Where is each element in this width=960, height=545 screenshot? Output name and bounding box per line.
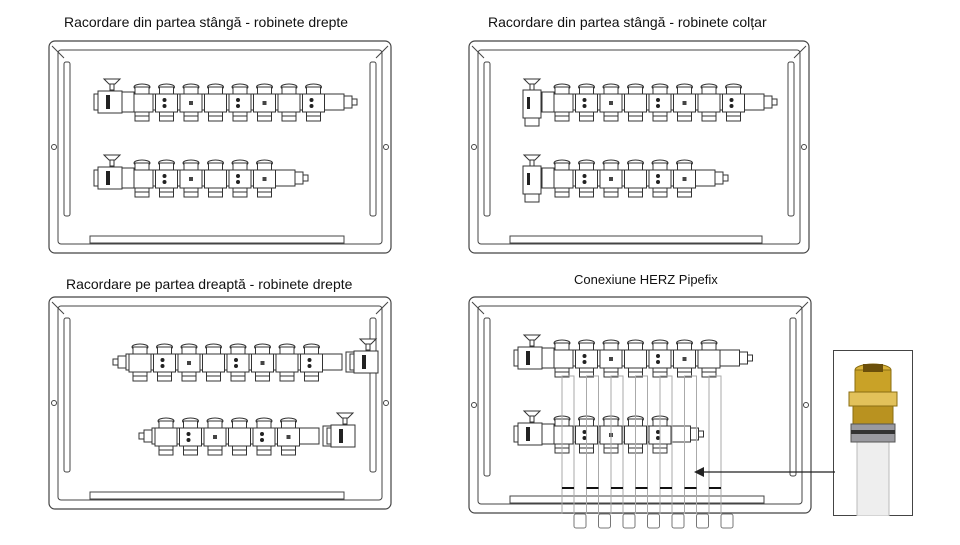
manifold-outlet	[253, 83, 276, 122]
manifold-outlet	[575, 159, 598, 198]
manifold-outlet	[302, 83, 325, 122]
manifold-outlet	[252, 417, 276, 456]
caption-left-straight: Racordare din partea stângă - robinete d…	[64, 14, 349, 30]
manifold-outlet	[599, 339, 623, 378]
manifold-outlet	[624, 339, 647, 378]
manifold-outlet	[228, 159, 252, 198]
manifold-outlet	[550, 339, 574, 378]
manifold-outlet	[697, 83, 721, 122]
manifold-outlet	[697, 339, 721, 378]
manifold-bar	[112, 338, 379, 382]
caption-pipefix: Conexiune HERZ Pipefix	[574, 272, 718, 287]
pipe-stubs	[468, 512, 812, 542]
manifold-outlet	[204, 83, 227, 122]
manifold-outlet	[228, 417, 251, 456]
manifold-bar	[93, 78, 358, 122]
ball-valve	[522, 154, 542, 203]
manifold-outlet	[204, 159, 227, 198]
manifold-outlet	[599, 83, 623, 122]
pipefix-detail-inset	[833, 350, 913, 516]
ball-valve	[513, 334, 543, 370]
manifold-outlet	[275, 343, 299, 382]
manifold-outlet	[673, 339, 696, 378]
manifold-bar	[522, 154, 729, 203]
manifold-outlet	[130, 83, 154, 122]
ball-valve	[326, 412, 356, 448]
ball-valve	[513, 410, 543, 446]
manifold-outlet	[648, 83, 672, 122]
pointer-arrow	[694, 467, 835, 477]
manifold-outlet	[154, 417, 178, 456]
cabinet-frame	[48, 40, 392, 254]
manifold-outlet	[177, 343, 201, 382]
manifold-outlet	[202, 343, 225, 382]
manifold-outlet	[251, 343, 274, 382]
cabinet-frame	[48, 296, 392, 510]
manifold-outlet	[648, 159, 672, 198]
caption-left-angle: Racordare din partea stângă - robinete c…	[488, 14, 767, 30]
manifold-outlet	[624, 159, 647, 198]
manifold-outlet	[253, 159, 276, 198]
manifold-outlet	[648, 339, 672, 378]
manifold-cabinet-left-angle	[468, 40, 810, 254]
manifold-outlet	[228, 83, 252, 122]
manifold-outlet	[277, 417, 300, 456]
manifold-outlet	[226, 343, 250, 382]
manifold-outlet	[673, 83, 696, 122]
ball-valve	[349, 338, 379, 374]
manifold-outlet	[575, 83, 598, 122]
manifold-outlet	[128, 343, 152, 382]
cabinet-frame	[468, 40, 810, 254]
manifold-outlet	[277, 83, 301, 122]
manifold-cabinet-right-straight	[48, 296, 392, 510]
manifold-cabinet-left-straight	[48, 40, 392, 254]
manifold-outlet	[550, 159, 574, 198]
manifold-outlet	[575, 339, 598, 378]
manifold-cabinet-pipefix	[468, 296, 812, 514]
manifold-outlet	[300, 343, 323, 382]
manifold-outlet	[624, 83, 647, 122]
manifold-outlet	[179, 159, 203, 198]
caption-right-straight: Racordare pe partea dreaptă - robinete d…	[66, 276, 353, 292]
pipefix-pipes	[561, 375, 722, 514]
manifold-outlet	[673, 159, 696, 198]
manifold-bar	[138, 412, 356, 456]
manifold-outlet	[550, 83, 574, 122]
ball-valve	[93, 154, 123, 190]
manifold-outlet	[153, 343, 176, 382]
manifold-outlet	[155, 83, 178, 122]
ball-valve	[93, 78, 123, 114]
manifold-bar	[513, 334, 753, 378]
manifold-outlet	[179, 83, 203, 122]
manifold-bar	[93, 154, 309, 198]
manifold-outlet	[203, 417, 227, 456]
manifold-bar	[522, 78, 778, 127]
manifold-outlet	[155, 159, 178, 198]
ball-valve	[522, 78, 542, 127]
manifold-outlet	[179, 417, 202, 456]
manifold-outlet	[599, 159, 623, 198]
manifold-outlet	[722, 83, 745, 122]
